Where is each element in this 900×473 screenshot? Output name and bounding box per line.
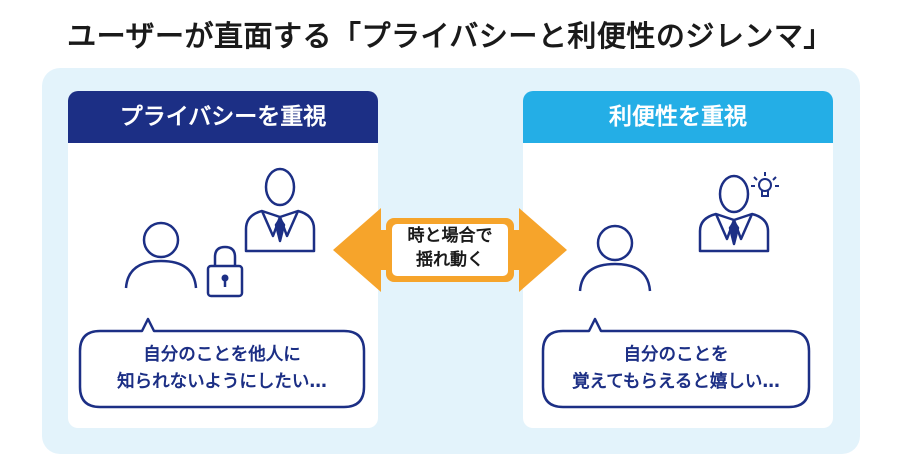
- privacy-panel: プライバシーを重視 自分のことを他人に 知られないようにしたい…: [68, 91, 378, 428]
- speech-bubble: [78, 317, 366, 409]
- convenience-bubble-line-2: 覚えてもらえると嬉しい…: [572, 372, 780, 392]
- privacy-bubble-line-1: 自分のことを他人に: [143, 345, 301, 365]
- privacy-bubble-line-2: 知られないようにしたい…: [117, 372, 327, 392]
- lightbulb-icon: [751, 172, 779, 197]
- double-headed-arrow-icon: [333, 208, 567, 292]
- user-icon: [124, 221, 198, 289]
- speech-bubble: [541, 317, 811, 409]
- convenience-panel: 利便性を重視 自分のことを 覚えてもらえると嬉しい…: [523, 91, 833, 428]
- page-title: ユーザーが直面する「プライバシーと利便性のジレンマ」: [67, 19, 833, 53]
- convenience-bubble-line-1: 自分のことを: [623, 345, 729, 365]
- privacy-panel-header: プライバシーを重視: [68, 91, 378, 143]
- convenience-panel-header: 利便性を重視: [523, 91, 833, 143]
- business-person-icon: [698, 174, 770, 253]
- center-label: 時と場合で 揺れ動く: [392, 224, 508, 276]
- user-icon: [578, 224, 652, 292]
- lock-icon: [206, 245, 244, 298]
- business-person-icon: [244, 167, 316, 253]
- convenience-panel-illustration: [541, 172, 811, 409]
- privacy-panel-illustration: [78, 167, 366, 409]
- center-label-line-1: 時と場合で: [407, 226, 493, 246]
- convenience-bubble-text: 自分のことを 覚えてもらえると嬉しい…: [543, 342, 809, 396]
- center-label-line-2: 揺れ動く: [416, 250, 484, 270]
- privacy-bubble-text: 自分のことを他人に 知られないようにしたい…: [80, 342, 364, 396]
